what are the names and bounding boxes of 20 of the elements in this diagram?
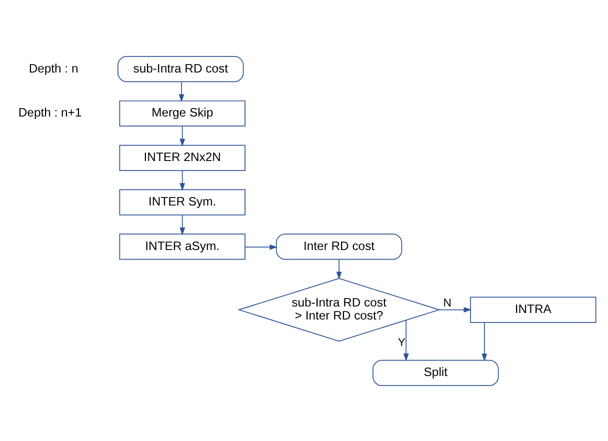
arrow xyxy=(336,258,342,280)
edge-label: N xyxy=(443,297,452,310)
node-box: INTER Sym. xyxy=(119,188,246,215)
node-box: INTRA xyxy=(470,296,596,322)
arrow xyxy=(180,214,186,235)
node-box: Inter RD cost xyxy=(276,233,402,260)
arrow xyxy=(180,170,186,190)
node-box: sub-Intra RD cost xyxy=(118,56,244,82)
arrow xyxy=(403,319,409,361)
node-box: Split xyxy=(372,359,499,386)
arrow xyxy=(178,81,184,102)
arrow xyxy=(244,244,278,250)
node-box: INTER aSym. xyxy=(119,233,246,260)
arrow xyxy=(482,322,488,361)
label: Depth : n xyxy=(28,60,78,75)
label: Depth : n+1 xyxy=(18,105,82,120)
node-box: INTER 2Nx2N xyxy=(119,144,246,170)
arrow xyxy=(180,125,186,146)
node-box: Merge Skip xyxy=(119,100,246,126)
arrow xyxy=(438,306,472,312)
